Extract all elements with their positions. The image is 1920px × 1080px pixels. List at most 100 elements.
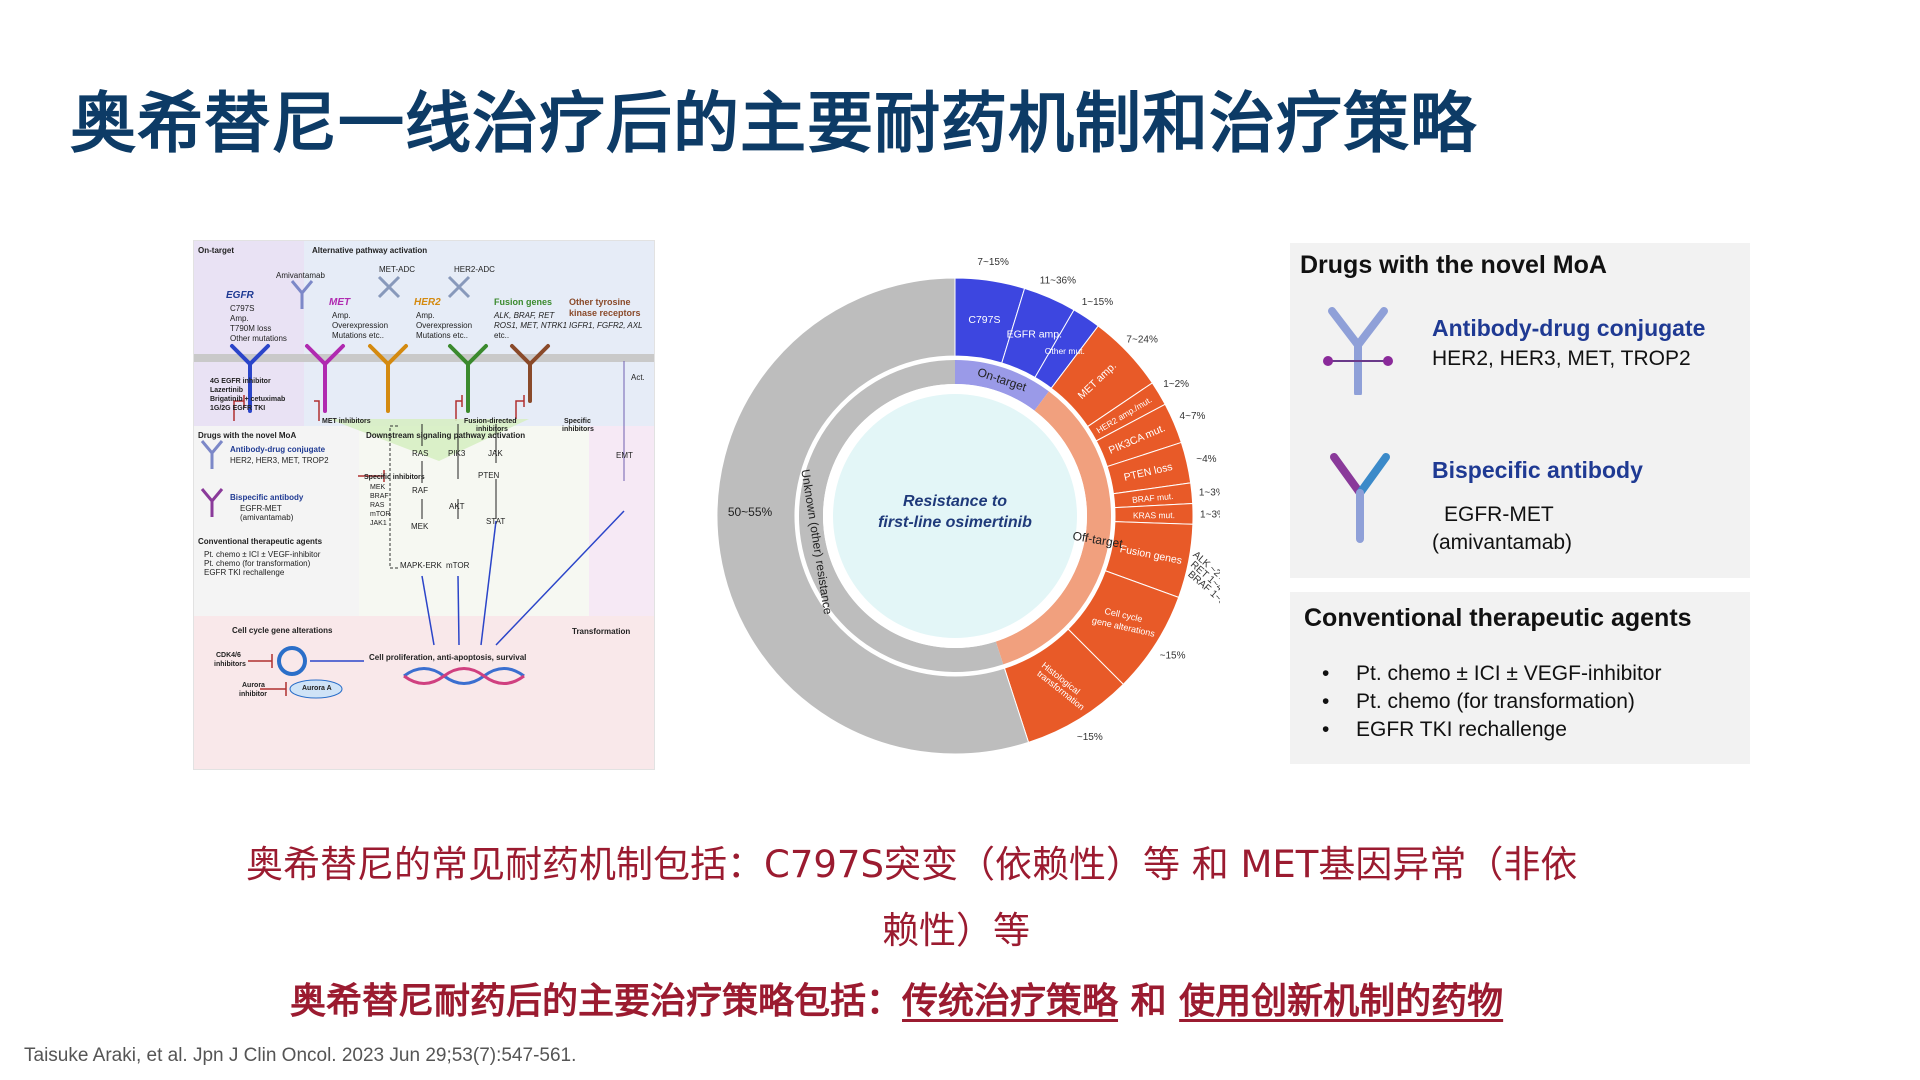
- summary-line-1: 奥希替尼的常见耐药机制包括：C797S突变（依赖性）等 和 MET基因异常（非依: [246, 843, 1578, 886]
- amivantamab-label: Amivantamab: [276, 271, 325, 280]
- cell-cycle-zone: [194, 616, 654, 769]
- alt-pathway-zone: [304, 241, 654, 426]
- egfr-inhibitor-item: 1G/2G EGFR TKI: [210, 405, 266, 412]
- adc-name: Antibody-drug conjugate: [1432, 315, 1706, 341]
- aurora-ellipse: [289, 679, 343, 699]
- aurora-inh-label: inhibitor: [239, 691, 267, 698]
- outer-range-label: ~15%: [1077, 732, 1103, 743]
- pik3-node: PIK3: [448, 449, 466, 458]
- spec-inh-title: Specific inhibitors: [364, 474, 425, 481]
- met-item: Overexpression: [332, 321, 389, 330]
- conv-item: EGFR TKI rechallenge: [204, 568, 285, 577]
- fusion-label: Fusion genes: [494, 297, 553, 307]
- dna-helix-icon: [403, 667, 525, 685]
- otk-inhibit-icon: [515, 395, 525, 421]
- cdk-label: CDK4/6: [216, 652, 241, 659]
- outer-range-label: 1~3%: [1200, 510, 1220, 521]
- bullet-icon: •: [1322, 690, 1330, 713]
- outer-range-label: 7~24%: [1126, 334, 1158, 345]
- summary-strategy-novel: 使用创新机制的药物: [1179, 981, 1504, 1022]
- downstream-label: Downstream signaling pathway activation: [366, 431, 526, 440]
- resistance-donut-chart: Resistance to first-line osimertinib C79…: [716, 257, 1220, 755]
- bispecific-small-icon: [200, 488, 224, 517]
- outer-range-label: ~4%: [1196, 454, 1216, 465]
- akt-node: AKT: [449, 502, 465, 511]
- pten-node: PTEN: [478, 471, 500, 480]
- met-item: Amp.: [332, 311, 351, 320]
- resistance-pathway-figure: On-target Alternative pathway activation…: [193, 240, 655, 770]
- specific-inhibitors-label: inhibitors: [562, 426, 594, 433]
- egfr-inhibit-icon: [233, 395, 245, 421]
- her2-item: Amp.: [416, 311, 435, 320]
- outer-range-label: 1~2%: [1163, 379, 1189, 390]
- spec-inh-item: JAK1: [370, 520, 387, 527]
- amivantamab-icon: [290, 280, 314, 309]
- fusion-inhibitors-label: Fusion-directed: [464, 418, 517, 425]
- bispecific-label: Bispecific antibody: [230, 493, 304, 502]
- spec-inh-item: RAS: [370, 502, 385, 509]
- bispecific-name: Bispecific antibody: [1432, 457, 1643, 483]
- mek-node: MEK: [411, 522, 429, 531]
- outer-range-label: 7~15%: [977, 257, 1009, 268]
- fusion-inhibitors-label: inhibitors: [476, 426, 508, 433]
- conventional-item: • EGFR TKI rechallenge: [1322, 718, 1567, 742]
- met-label: MET: [329, 297, 351, 308]
- dna-helix-icon: [403, 667, 525, 685]
- outer-range-label: 1~15%: [1082, 297, 1114, 308]
- center-text: Resistance to: [903, 493, 1007, 510]
- conventional-agents-panel: Conventional therapeutic agents •Pt. che…: [1290, 592, 1750, 764]
- center-text: first-line osimertinib: [878, 514, 1032, 531]
- conventional-item-text: EGFR TKI rechallenge: [1356, 718, 1567, 741]
- conventional-title: Conventional therapeutic agents: [1304, 604, 1692, 632]
- her2-receptor-icon: [368, 344, 408, 413]
- adc-small-icon: [200, 440, 224, 469]
- spec-inh-item: MEK: [370, 484, 386, 491]
- downstream-funnel: [329, 419, 529, 461]
- conventional-item-text: Pt. chemo (for transformation): [1356, 690, 1635, 713]
- bullet-icon: •: [1322, 718, 1330, 741]
- cell-cycle-ring-icon: [277, 646, 307, 676]
- egfr-item: T790M loss: [230, 324, 272, 333]
- specific-inhibitors-label: Specific: [564, 418, 591, 425]
- met-adc-label: MET-ADC: [379, 265, 415, 274]
- outer-range-label: 11~36%: [1040, 275, 1076, 286]
- outer-range-label: 4~7%: [1180, 411, 1206, 422]
- outer-range-label: 1~3%: [1199, 487, 1220, 498]
- adc-icon: [1323, 307, 1393, 395]
- egfr-label: EGFR: [226, 290, 254, 301]
- fusion-item: ALK, BRAF, RET: [494, 311, 555, 320]
- her2-adc-label: HER2-ADC: [454, 265, 495, 274]
- fusion-item: ROS1, MET, NTRK1: [494, 321, 568, 330]
- page-title: 奥希替尼一线治疗后的主要耐药机制和治疗策略: [70, 85, 1477, 162]
- outer-segment-label: Other mut.: [1045, 346, 1085, 356]
- egfr-item: C797S: [230, 304, 255, 313]
- spec-inh-item: mTOR: [370, 511, 391, 518]
- fusion-inhibit-icon: [455, 395, 463, 421]
- stat-node: STAT: [486, 517, 506, 526]
- conventional-item: • Pt. chemo (for transformation): [1322, 690, 1635, 714]
- aurora-inh-label: Aurora: [242, 682, 265, 689]
- otk-label: kinase receptors: [569, 308, 641, 318]
- her2-item: Overexpression: [416, 321, 473, 330]
- outer-segment: [716, 277, 1030, 755]
- outer-segment-label: KRAS mut.: [1133, 510, 1175, 520]
- cell-membrane: [194, 354, 654, 362]
- her2-item: Mutations etc..: [416, 331, 469, 340]
- conv-agents-label: Conventional therapeutic agents: [198, 537, 323, 546]
- summary-strategy-prefix: 奥希替尼耐药后的主要治疗策略包括：: [290, 981, 903, 1022]
- drug-zone: [194, 426, 359, 616]
- otk-items: IGFR1, FGFR2, AXL: [569, 321, 643, 330]
- her2-adc-icon: [447, 275, 471, 299]
- conventional-item: •Pt. chemo ± ICI ± VEGF-inhibitor: [1322, 662, 1661, 686]
- pathway-drawing: [194, 275, 654, 699]
- bispecific-target: EGFR-MET: [1444, 503, 1554, 526]
- bispecific-antibody-icon: [1330, 453, 1390, 543]
- center-disc: [833, 394, 1077, 638]
- egfr-receptor-icon: [230, 344, 270, 413]
- outer-segment-label: C797S: [968, 314, 1000, 326]
- conventional-item-text: Pt. chemo ± ICI ± VEGF-inhibitor: [1356, 662, 1662, 685]
- her2-label: HER2: [414, 297, 441, 308]
- adc-label: Antibody-drug conjugate: [230, 445, 326, 454]
- outer-range-label: ~15%: [1160, 651, 1186, 662]
- adc-targets: HER2, HER3, MET, TROP2: [230, 456, 329, 465]
